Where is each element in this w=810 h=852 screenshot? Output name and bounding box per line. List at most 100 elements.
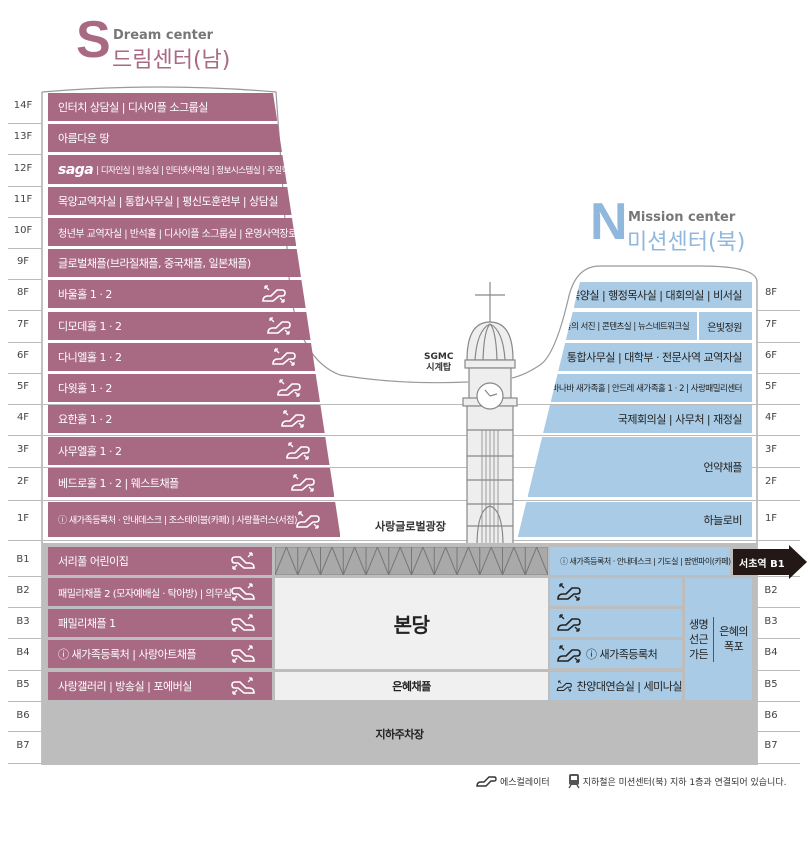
- escalator-icon: [266, 316, 292, 336]
- main-sanctuary[interactable]: 본당: [275, 578, 548, 669]
- floor-rooms: 글로벌채플(브라질채플, 중국채플, 일본채플): [58, 257, 251, 270]
- grace-chapel[interactable]: 은혜채플: [275, 672, 548, 700]
- south-floor-13F[interactable]: 아름다운 땅: [48, 124, 282, 152]
- floor-divider: [757, 670, 800, 671]
- floor-divider: [757, 342, 800, 343]
- floor-divider: [8, 154, 42, 155]
- floor-rooms: 요한홀 1 · 2: [58, 413, 112, 426]
- floor-label: 9F: [16, 256, 30, 267]
- parking[interactable]: 지하주차장: [42, 703, 757, 765]
- floor-label: 7F: [16, 319, 30, 330]
- b1-truss: [275, 547, 548, 575]
- floor-label: 13F: [13, 131, 33, 142]
- parking-label: 지하주차장: [375, 728, 424, 741]
- north-floor-B5[interactable]: 찬양대연습실 | 세미나실: [550, 672, 683, 700]
- south-english-name: Dream center: [113, 28, 214, 43]
- escalator-icon: [276, 378, 302, 398]
- legend-subway-note: 지하철은 미션센터(북) 지하 1층과 연결되어 있습니다.: [582, 777, 787, 788]
- floor-rooms: 바울홀 1 · 2: [58, 288, 112, 301]
- north-floor-4F[interactable]: 국제회의실 | 사무처 | 재정실: [543, 405, 752, 433]
- south-floor-B1[interactable]: 서리풀 어린이집: [48, 547, 272, 575]
- floor-divider: [8, 217, 42, 218]
- floor-label: 7F: [764, 319, 778, 330]
- subway-train-icon: [568, 774, 580, 789]
- floor-label: 3F: [764, 444, 778, 455]
- escalator-icon: [556, 680, 572, 692]
- south-floor-B3[interactable]: 패밀리채플 1: [48, 609, 272, 637]
- floor-rooms: 디모데홀 1 · 2: [58, 320, 122, 333]
- north-floor-B2[interactable]: [550, 578, 682, 606]
- escalator-icon: [230, 582, 256, 602]
- arrow-shape: [733, 545, 807, 579]
- floor-label: 12F: [13, 162, 33, 174]
- escalator-icon: [271, 347, 297, 367]
- south-korean-name: 드림센터(남): [112, 48, 231, 73]
- south-floor-2F[interactable]: 베드로홀 1 · 2 | 웨스트채플: [48, 468, 335, 497]
- floor-divider: [757, 576, 800, 577]
- floor-divider: [8, 342, 42, 343]
- north-floor-8F[interactable]: 목양실 | 행정목사실 | 대회의실 | 비서실: [573, 282, 752, 308]
- global-plaza-label: 사랑글로벌광장: [375, 520, 446, 533]
- floor-divider: [757, 731, 800, 732]
- south-floor-B5[interactable]: 사랑갤러리 | 방송실 | 포에버실: [48, 672, 272, 700]
- floor-label: B3: [16, 616, 30, 627]
- south-floor-3F[interactable]: 사무엘홀 1 · 2: [48, 437, 330, 465]
- floor-label: B6: [16, 710, 30, 721]
- floor-rooms: ⓘ 새가족등록처: [586, 648, 658, 661]
- south-floor-B4[interactable]: ⓘ 새가족등록처 | 사랑아트채플: [48, 640, 272, 668]
- floor-divider: [8, 467, 800, 468]
- north-floor-1F[interactable]: 하늘로비: [517, 502, 752, 537]
- north-floor-B1[interactable]: ⓘ 새가족등록처 · 안내데스크 | 기도실 | 팝앤파이(카페): [550, 547, 731, 575]
- floor-divider: [757, 310, 800, 311]
- south-floor-11F[interactable]: 목양교역자실 | 통합사무실 | 평신도훈련부 | 상담실: [48, 187, 292, 215]
- north-floor-5F[interactable]: 바나바 새가족홀 | 안드레 새가족홀 1 · 2 | 사랑패밀리센터: [550, 374, 752, 402]
- floor-label: B7: [764, 740, 778, 751]
- floor-label: 6F: [764, 350, 778, 361]
- floor-divider: [8, 540, 800, 541]
- north-floor-6F[interactable]: 통합사무실 | 대학부 · 전문사역 교역자실: [558, 343, 752, 371]
- life-garden-label: 생명 선근 가든: [689, 616, 715, 662]
- south-floor-9F[interactable]: 글로벌채플(브라질채플, 중국채플, 일본채플): [48, 249, 301, 277]
- floor-label: 3F: [16, 444, 30, 455]
- floor-rooms: 인터치 상담실 | 디사이플 소그룹실: [58, 101, 208, 114]
- subway-exit-arrow[interactable]: 서초역 B1: [733, 545, 808, 583]
- clock-tower-illustration: [462, 282, 518, 547]
- escalator-icon: [230, 613, 256, 633]
- north-floor-3F[interactable]: 언약채플: [527, 437, 752, 497]
- escalator-icon: [290, 473, 316, 493]
- north-floor-B3[interactable]: [550, 609, 682, 637]
- floor-divider: [757, 701, 800, 702]
- north-floor-B4[interactable]: ⓘ 새가족등록처: [550, 640, 682, 668]
- south-floor-10F[interactable]: 청년부 교역자실 | 반석홀 | 디사이플 소그룹실 | 운영사역장로실: [48, 218, 297, 246]
- floor-label: 2F: [764, 475, 778, 487]
- escalator-icon: [557, 614, 581, 632]
- floor-divider: [757, 638, 800, 639]
- south-floor-4F[interactable]: 요한홀 1 · 2: [48, 405, 325, 433]
- south-letter: S: [76, 11, 111, 69]
- south-floor-6F[interactable]: 다니엘홀 1 · 2: [48, 343, 316, 371]
- silver-garden: 은빛정원: [697, 312, 742, 340]
- life-garden-waterfall[interactable]: 생명 선근 가든 은혜의 폭포: [685, 578, 752, 700]
- floor-rooms: 목회기획실 | 복음의 서진 | 콘텐츠실 | 뉴스네트워크실: [512, 322, 690, 332]
- floor-label: B7: [16, 740, 30, 751]
- floor-rooms: 언약채플: [703, 461, 743, 474]
- floor-divider: [8, 123, 42, 124]
- south-floor-5F[interactable]: 다윗홀 1 · 2: [48, 374, 320, 402]
- floor-divider: [757, 373, 800, 374]
- south-floor-12F[interactable]: saga| 디자인실 | 방송실 | 인터넷사역실 | 정보시스템실 | 주일학…: [48, 155, 287, 184]
- south-floor-B2[interactable]: 패밀리채플 2 (모자예배실 · 탁아방) | 의무실: [48, 578, 272, 606]
- escalator-icon: [280, 409, 306, 429]
- floor-divider: [8, 279, 42, 280]
- south-floor-1F[interactable]: ⓘ 새가족등록처 · 안내데스크 | 조스테이블(카페) | 사랑플러스(서점): [48, 502, 341, 537]
- floor-divider: [757, 607, 800, 608]
- south-floor-14F[interactable]: 인터치 상담실 | 디사이플 소그룹실: [48, 93, 278, 121]
- floor-label: 14F: [13, 100, 33, 111]
- floor-divider: [8, 763, 42, 764]
- south-floor-8F[interactable]: 바울홀 1 · 2: [48, 280, 306, 308]
- escalator-icon: [557, 645, 581, 663]
- south-floor-7F[interactable]: 디모데홀 1 · 2: [48, 312, 311, 340]
- floor-divider: [8, 404, 800, 405]
- floor-rooms: 사랑갤러리 | 방송실 | 포에버실: [58, 680, 192, 693]
- floor-rooms: | 디자인실 | 방송실 | 인터넷사역실 | 정보시스템실 | 주일학교 교역…: [96, 165, 328, 176]
